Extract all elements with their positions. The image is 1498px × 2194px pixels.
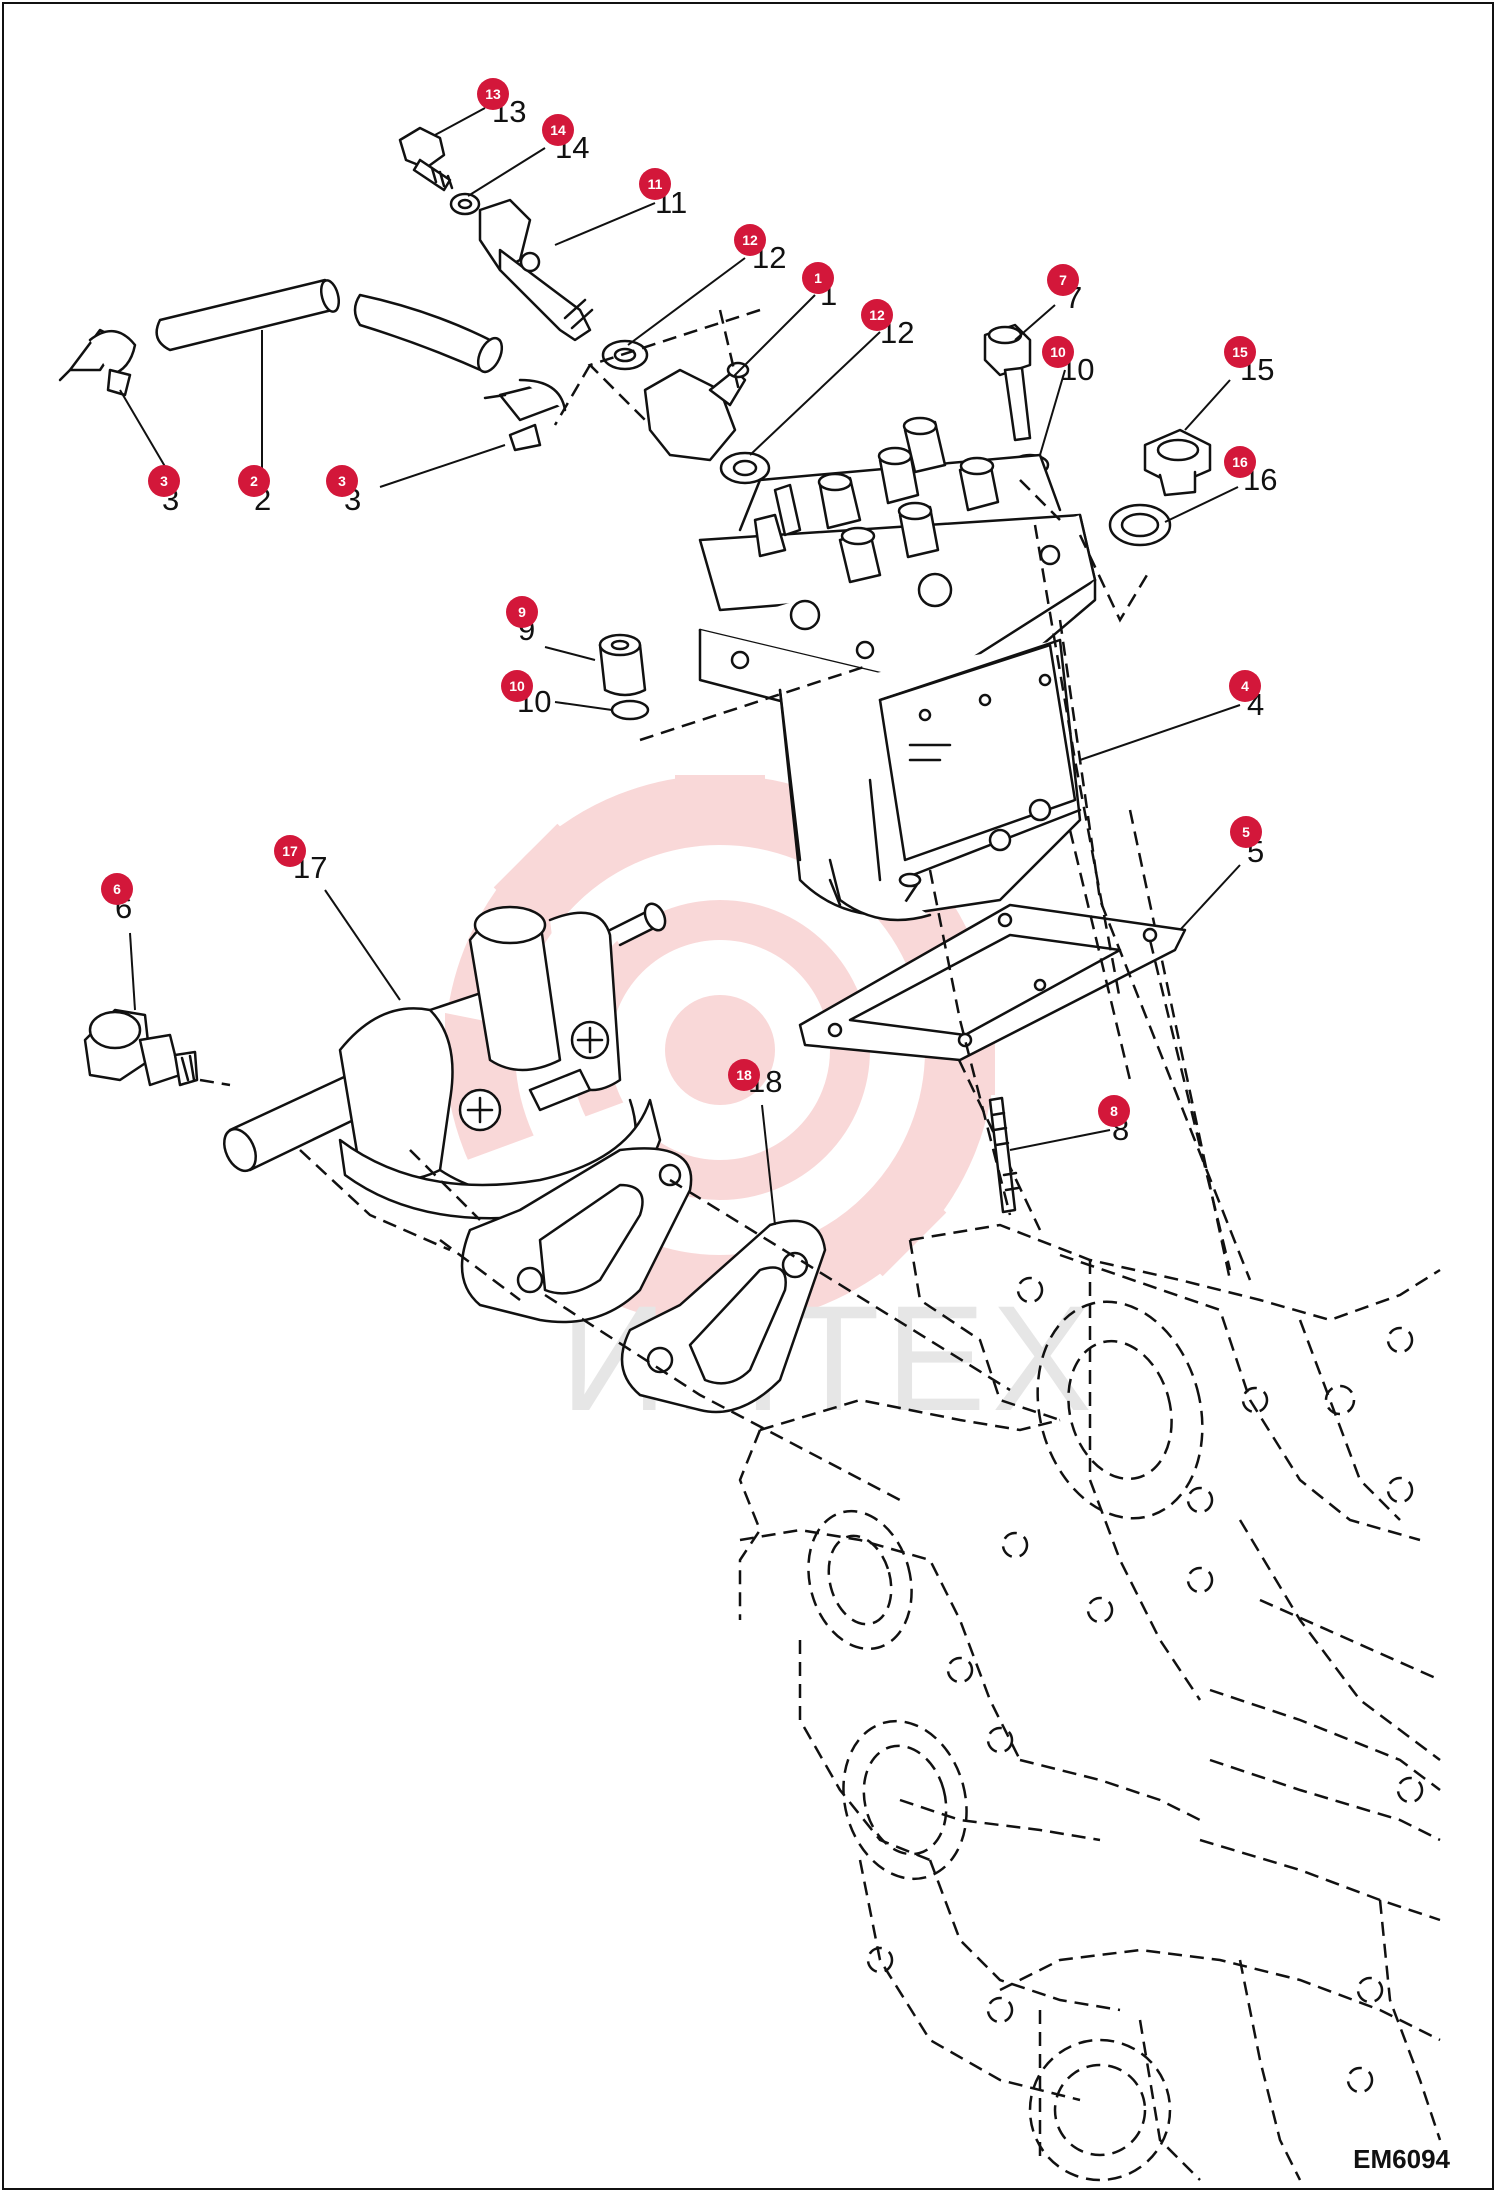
callout-12-lower: 12 12 bbox=[861, 299, 914, 350]
callout-badge-label: 2 bbox=[250, 473, 258, 489]
callout-8: 8 8 bbox=[1098, 1095, 1130, 1147]
callout-10-lower: 10 10 bbox=[501, 670, 551, 719]
part-6-plug bbox=[83, 1008, 199, 1087]
part-18-gasket bbox=[620, 1219, 827, 1414]
callout-badge-label: 14 bbox=[550, 122, 566, 138]
part-5-gasket bbox=[798, 903, 1187, 1062]
drawing-id: EM6094 bbox=[1353, 2144, 1450, 2174]
part-15-plug bbox=[1143, 428, 1212, 497]
part-7-bolt bbox=[983, 323, 1032, 442]
callout-badge-label: 13 bbox=[485, 86, 501, 102]
part-3-hose-clamp-right bbox=[483, 378, 567, 452]
callout-badge-label: 3 bbox=[160, 473, 168, 489]
callout-5: 5 5 bbox=[1230, 816, 1264, 869]
callout-badge-label: 17 bbox=[282, 843, 298, 859]
callout-17: 17 17 bbox=[274, 835, 327, 885]
callout-badge-label: 1 bbox=[814, 270, 822, 286]
callout-9: 9 9 bbox=[506, 596, 538, 647]
callout-10-upper: 10 10 bbox=[1042, 336, 1094, 387]
part-14-washer bbox=[449, 192, 481, 216]
callout-2: 2 2 bbox=[238, 465, 271, 517]
callout-badge-label: 11 bbox=[648, 176, 663, 192]
callout-badge-label: 4 bbox=[1241, 678, 1249, 694]
callout-4: 4 4 bbox=[1229, 670, 1264, 722]
callout-badge-label: 5 bbox=[1242, 824, 1250, 840]
callout-3-right: 3 3 bbox=[326, 465, 361, 517]
callout-badge-label: 12 bbox=[869, 307, 885, 323]
callouts: 13 13 14 14 11 11 12 12 1 1 12 12 bbox=[101, 78, 1277, 1147]
callout-badge-label: 15 bbox=[1232, 344, 1248, 360]
callout-3-left: 3 3 bbox=[148, 465, 180, 517]
callout-16: 16 16 bbox=[1224, 446, 1277, 497]
callout-badge-label: 6 bbox=[113, 881, 121, 897]
part-4-injection-pump bbox=[698, 416, 1097, 922]
callout-badge-label: 9 bbox=[518, 604, 526, 620]
part-11-banjo-bolt bbox=[478, 198, 594, 342]
leader-lines bbox=[119, 107, 1241, 1226]
callout-badge-label: 18 bbox=[736, 1067, 752, 1083]
assembly-lines bbox=[199, 308, 1252, 1502]
callout-badge-label: 16 bbox=[1232, 454, 1248, 470]
callout-11: 11 11 bbox=[639, 168, 687, 220]
part-9-spacer bbox=[598, 633, 647, 697]
callout-badge-label: 7 bbox=[1059, 272, 1067, 288]
part-1-banjo-fitting bbox=[643, 361, 750, 462]
part-2-fuel-hose bbox=[155, 278, 504, 374]
callout-1: 1 1 bbox=[802, 262, 837, 312]
part-12-washer-lower bbox=[719, 451, 771, 485]
callout-13: 13 13 bbox=[477, 78, 526, 129]
part-10-washer-lower bbox=[610, 699, 650, 721]
callout-badge-label: 10 bbox=[509, 678, 525, 694]
callout-badge-label: 8 bbox=[1110, 1103, 1118, 1119]
part-13-bolt bbox=[398, 126, 454, 192]
part-3-hose-clamp-left bbox=[58, 328, 137, 397]
callout-7: 7 7 bbox=[1047, 264, 1082, 315]
callout-badge-label: 3 bbox=[338, 473, 346, 489]
callout-12-upper: 12 12 bbox=[734, 224, 786, 275]
callout-15: 15 15 bbox=[1224, 336, 1274, 387]
part-16-washer bbox=[1108, 503, 1172, 547]
callout-badge-label: 12 bbox=[742, 232, 758, 248]
part-12-washer-upper bbox=[601, 339, 649, 371]
callout-6: 6 6 bbox=[101, 873, 133, 925]
callout-badge-label: 10 bbox=[1050, 344, 1066, 360]
part-17-feed-pump bbox=[223, 902, 693, 1324]
callout-18: 18 18 bbox=[728, 1059, 782, 1099]
parts-solid bbox=[58, 126, 1212, 1414]
callout-14: 14 14 bbox=[542, 114, 589, 165]
